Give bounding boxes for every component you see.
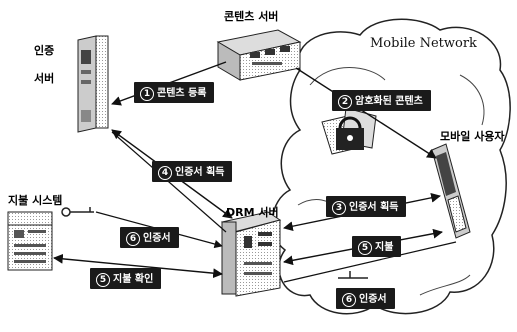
step-label: 콘텐츠 등록 — [157, 88, 206, 99]
auth-server-label-2: 서버 — [34, 70, 54, 86]
step-number: 3 — [332, 201, 346, 215]
arrow-auth-cert — [112, 132, 226, 232]
step-label: 인증서 — [359, 294, 387, 305]
payment-system-label: 지불 시스템 — [8, 192, 62, 208]
step-number: 5 — [358, 241, 372, 255]
auth-server-icon — [78, 36, 108, 132]
mobile-phone-icon — [432, 144, 470, 238]
step-label: 암호화된 콘텐츠 — [355, 96, 423, 107]
mobile-network-cloud — [272, 19, 510, 313]
step-number: 1 — [140, 87, 154, 101]
step-number: 6 — [342, 293, 356, 307]
auth-server-label-1: 인증 — [34, 42, 54, 58]
step-number: 4 — [158, 166, 172, 180]
step-number: 6 — [126, 232, 140, 246]
step-label: 지불 확인 — [113, 274, 153, 285]
mobile-user-label: 모바일 사용자 — [440, 128, 505, 144]
key-icon-2 — [338, 271, 368, 278]
content-server-label: 콘텐츠 서버 — [224, 8, 278, 24]
key-icon — [62, 207, 94, 216]
content-server-icon — [218, 30, 300, 80]
step-label: 지불 — [375, 242, 393, 253]
mobile-network-label: Mobile Network — [370, 36, 477, 51]
payment-system-icon — [8, 212, 52, 270]
step-number: 2 — [338, 95, 352, 109]
step-number: 5 — [96, 273, 110, 287]
step-label: 인증서 — [143, 233, 171, 244]
step-label: 인증서 획득 — [175, 167, 224, 178]
drm-server-label: DRM 서버 — [226, 204, 279, 220]
drm-server-icon — [222, 212, 280, 296]
step-label: 인증서 획득 — [349, 202, 398, 213]
